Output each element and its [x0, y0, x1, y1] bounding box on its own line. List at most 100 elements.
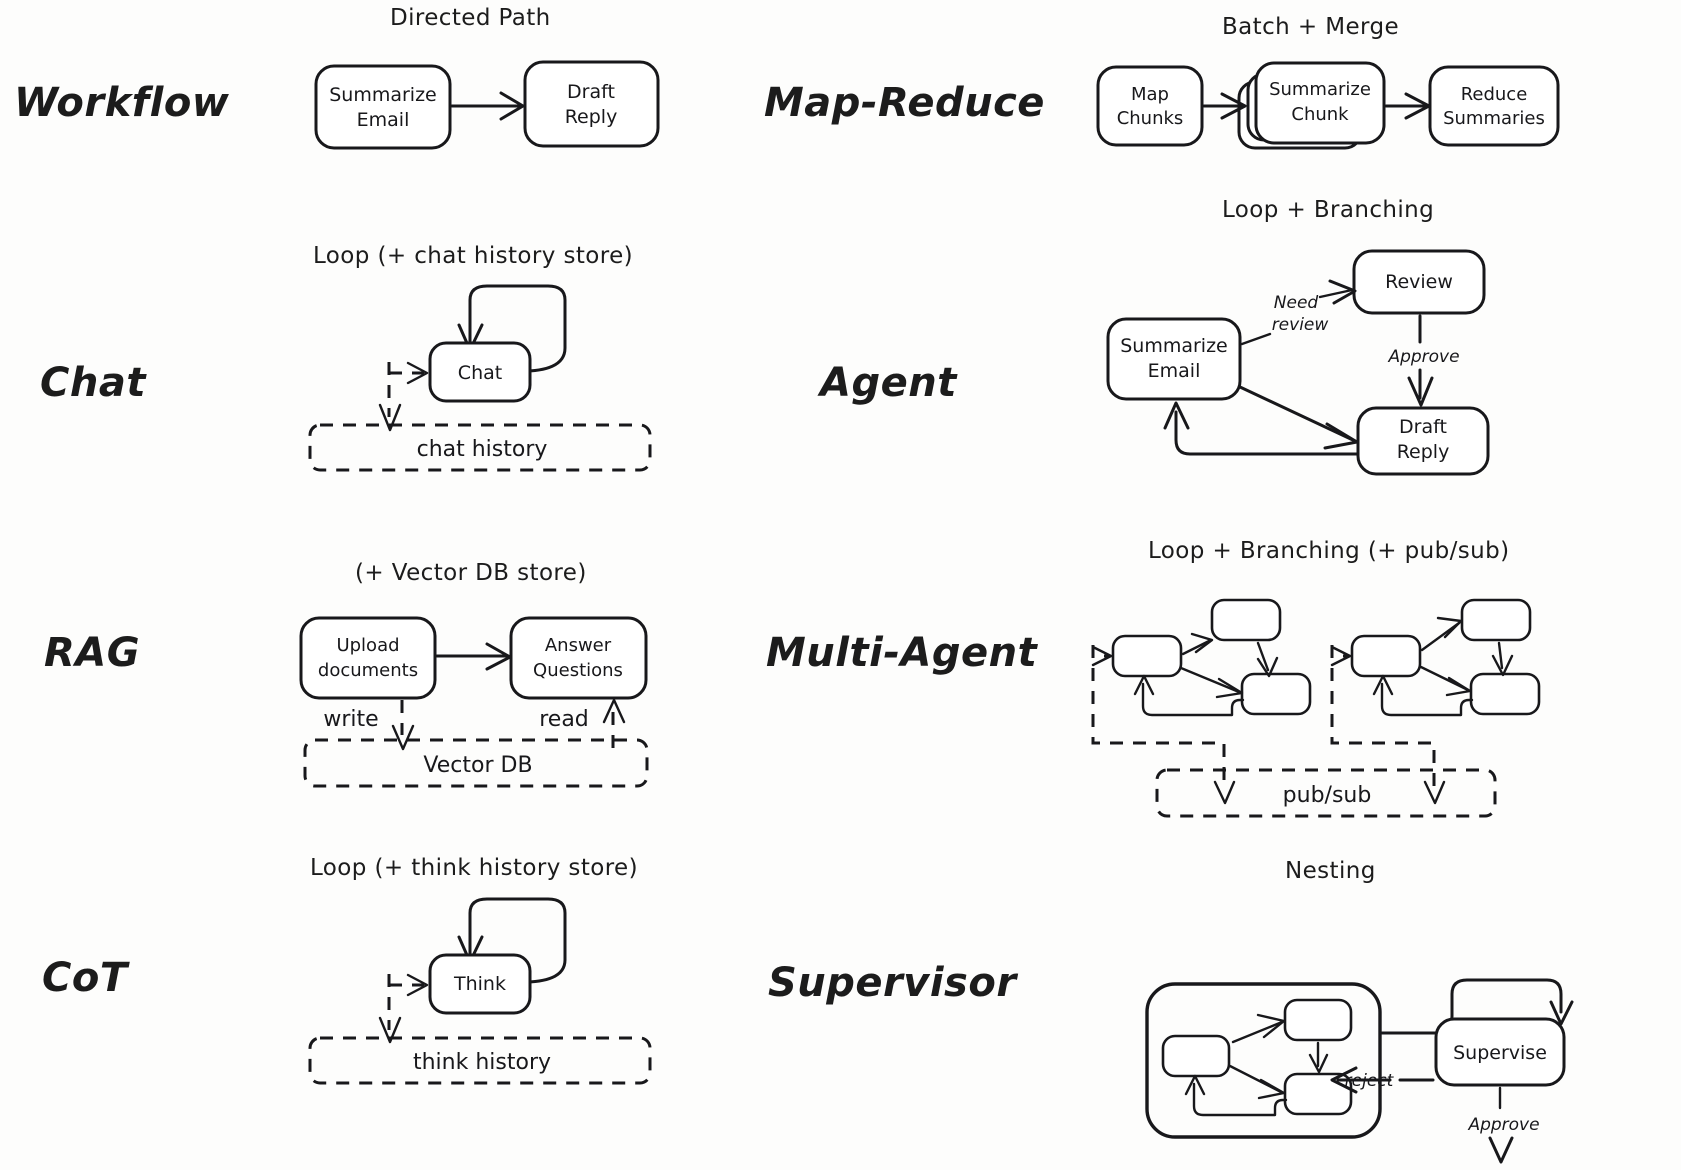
caption-loop-branching: Loop + Branching	[1222, 197, 1435, 223]
node-agent-a2[interactable]	[1111, 634, 1183, 678]
node-agent-a3[interactable]	[1240, 672, 1312, 716]
store-label: chat history	[417, 437, 548, 462]
node-draft-reply[interactable]	[523, 60, 660, 148]
node-sub-a3[interactable]	[1283, 1072, 1353, 1116]
caption-loop-branching-pubsub: Loop + Branching (+ pub/sub)	[1148, 538, 1510, 564]
edge	[1256, 641, 1270, 672]
store-label: Vector DB	[423, 753, 532, 778]
nested-group-container	[1145, 982, 1382, 1139]
node-think[interactable]	[428, 953, 532, 1015]
store-chat-history	[308, 423, 652, 472]
arrowhead	[1330, 1066, 1358, 1094]
node-agent-b1[interactable]	[1460, 598, 1532, 642]
diagram-chat: Chat chat history	[308, 284, 652, 472]
node-summarize-email[interactable]	[314, 64, 452, 150]
caption-loop-think: Loop (+ think history store)	[310, 855, 638, 881]
edge-loop	[1380, 682, 1474, 717]
diagram-cot: Think think history	[308, 897, 652, 1085]
arrowhead	[1445, 676, 1472, 697]
arrowhead	[1163, 401, 1190, 430]
edge-label-approve: Approve	[1467, 1115, 1539, 1135]
edge-need-review	[1240, 332, 1272, 346]
multi-agent-cluster-a	[1091, 598, 1312, 805]
arrowhead	[406, 973, 429, 997]
node-agent-b2[interactable]	[1350, 634, 1422, 678]
store-label: pub/sub	[1283, 783, 1372, 808]
pubsub-edge-b	[1330, 645, 1436, 788]
self-loop	[468, 897, 567, 984]
row-label-agent: Agent	[820, 360, 957, 406]
node-label: documents	[318, 660, 418, 681]
diagram-multi-agent: pub/sub	[1091, 598, 1541, 818]
arrowhead	[499, 91, 525, 121]
store-think-history	[308, 1036, 652, 1085]
diagram-agent: Summarize Email Review Draft Reply Need …	[1106, 249, 1490, 476]
arrowhead	[1190, 632, 1214, 654]
node-label: Summaries	[1443, 108, 1545, 129]
diagram-map-reduce: Map Chunks Summarize Chunk Reduce Summar…	[1096, 61, 1560, 150]
store-pub-sub	[1155, 768, 1497, 818]
diagram-supervisor: Supervise reject Approve	[1145, 978, 1574, 1164]
edge-label-need: Need	[1274, 293, 1319, 313]
arrowhead	[1549, 1000, 1574, 1026]
pubsub-edge-a	[1091, 645, 1226, 788]
arrowhead	[406, 361, 429, 385]
node-label: Map	[1131, 84, 1169, 105]
node-chat[interactable]	[428, 341, 532, 403]
arrowhead	[1257, 1078, 1286, 1100]
arrowhead	[485, 642, 512, 671]
node-label: Summarize	[329, 84, 437, 106]
arrowhead	[602, 698, 626, 724]
edge-label-review: review	[1272, 315, 1329, 335]
node-label: Email	[1148, 360, 1201, 382]
node-label: Summarize	[1269, 79, 1371, 100]
node-label: Email	[357, 109, 410, 131]
edge-label-read: read	[539, 707, 589, 732]
row-label-chat: Chat	[40, 360, 146, 406]
node-answer-questions[interactable]	[509, 616, 648, 700]
diagram-rag: Upload documents Answer Questions write …	[299, 616, 649, 788]
node-reduce-summaries[interactable]	[1428, 65, 1560, 147]
arrowhead	[1488, 1136, 1514, 1164]
node-label: Supervise	[1453, 1042, 1547, 1064]
node-summarize-chunk[interactable]	[1254, 61, 1386, 145]
arrowhead	[1328, 279, 1357, 305]
node-upload-documents[interactable]	[299, 616, 437, 700]
multi-agent-cluster-b	[1330, 598, 1541, 805]
arrowhead	[1184, 1074, 1206, 1096]
edge-need-review-2	[1318, 288, 1354, 299]
arrowhead	[1213, 780, 1236, 805]
arrowhead	[378, 403, 402, 432]
arrowhead	[1215, 677, 1244, 699]
arrowhead	[1407, 376, 1434, 407]
caption-loop-chat: Loop (+ chat history store)	[313, 243, 634, 269]
row-label-workflow: Workflow	[14, 80, 230, 126]
node-supervise[interactable]	[1434, 1017, 1566, 1087]
row-label-rag: RAG	[44, 630, 141, 676]
node-label: Upload	[336, 635, 399, 656]
arrowhead	[1256, 656, 1279, 678]
node-agent-b3[interactable]	[1469, 672, 1541, 716]
node-sub-a1[interactable]	[1283, 998, 1353, 1042]
node-review[interactable]	[1352, 249, 1486, 315]
edge-label-write: write	[323, 707, 378, 732]
arrowhead	[1404, 92, 1431, 120]
arrowhead	[1436, 616, 1463, 639]
arrowhead	[378, 1016, 402, 1044]
arrowhead	[1133, 674, 1155, 696]
arrowhead	[1423, 780, 1446, 805]
node-sub-a2[interactable]	[1161, 1034, 1231, 1078]
node-label: Think	[453, 973, 506, 995]
row-label-map-reduce: Map-Reduce	[764, 80, 1045, 126]
edge	[1497, 641, 1504, 670]
store-label: think history	[413, 1050, 551, 1075]
arrowhead	[1491, 654, 1514, 677]
row-label-supervisor: Supervisor	[768, 960, 1017, 1006]
node-map-chunks[interactable]	[1096, 65, 1204, 147]
node-agent-summarize-email[interactable]	[1106, 317, 1242, 401]
node-agent-a1[interactable]	[1210, 598, 1282, 642]
node-label: Chunks	[1117, 108, 1184, 129]
edge	[1181, 639, 1211, 656]
arrowhead	[1330, 645, 1352, 667]
